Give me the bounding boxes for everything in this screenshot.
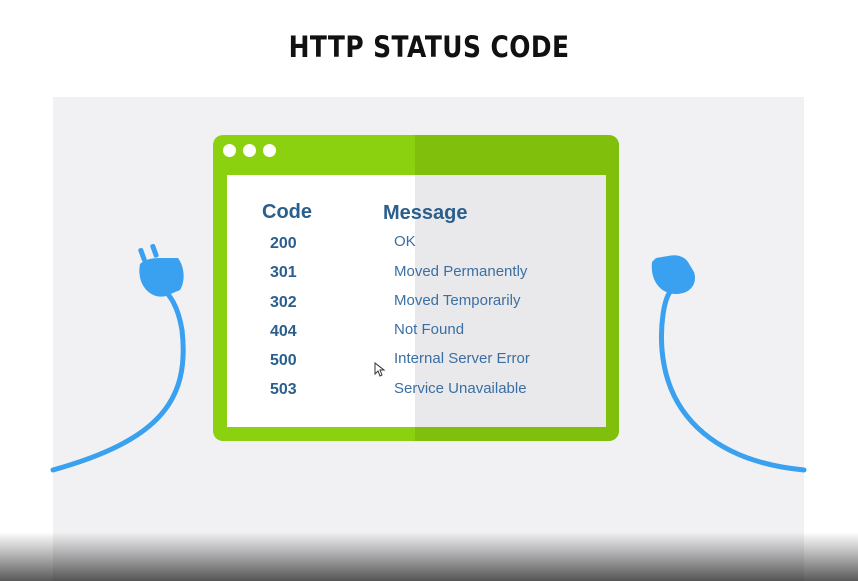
window-control-dot-icon xyxy=(263,144,276,157)
content-shade xyxy=(415,175,606,427)
window-control-dot-icon xyxy=(223,144,236,157)
code-cell: 500 xyxy=(270,352,297,369)
message-cell: Not Found xyxy=(394,321,465,338)
browser-window: Code Message 200 OK 301 Moved Permanentl… xyxy=(213,135,619,441)
code-cell: 302 xyxy=(270,294,297,311)
page-title: HTTP STATUS CODE xyxy=(288,30,570,64)
message-cell: Service Unavailable xyxy=(394,380,527,397)
mouse-cursor-icon xyxy=(374,362,386,377)
message-cell: Moved Permanently xyxy=(394,263,528,280)
plug-icon xyxy=(138,243,184,297)
message-cell: Moved Temporarily xyxy=(394,292,521,309)
socket-icon xyxy=(651,255,696,294)
message-cell: OK xyxy=(394,233,416,250)
code-cell: 301 xyxy=(270,264,297,281)
right-cable xyxy=(659,289,807,473)
left-cable xyxy=(50,285,186,473)
code-cell: 200 xyxy=(270,235,297,252)
code-column-header: Code xyxy=(262,201,312,223)
code-cell: 404 xyxy=(270,323,297,340)
status-code-table: Code Message 200 OK 301 Moved Permanentl… xyxy=(227,175,606,427)
code-cell: 503 xyxy=(270,381,297,398)
message-cell: Internal Server Error xyxy=(394,350,530,367)
message-column-header: Message xyxy=(383,202,468,224)
window-control-dot-icon xyxy=(243,144,256,157)
video-bottom-fade xyxy=(0,532,858,581)
